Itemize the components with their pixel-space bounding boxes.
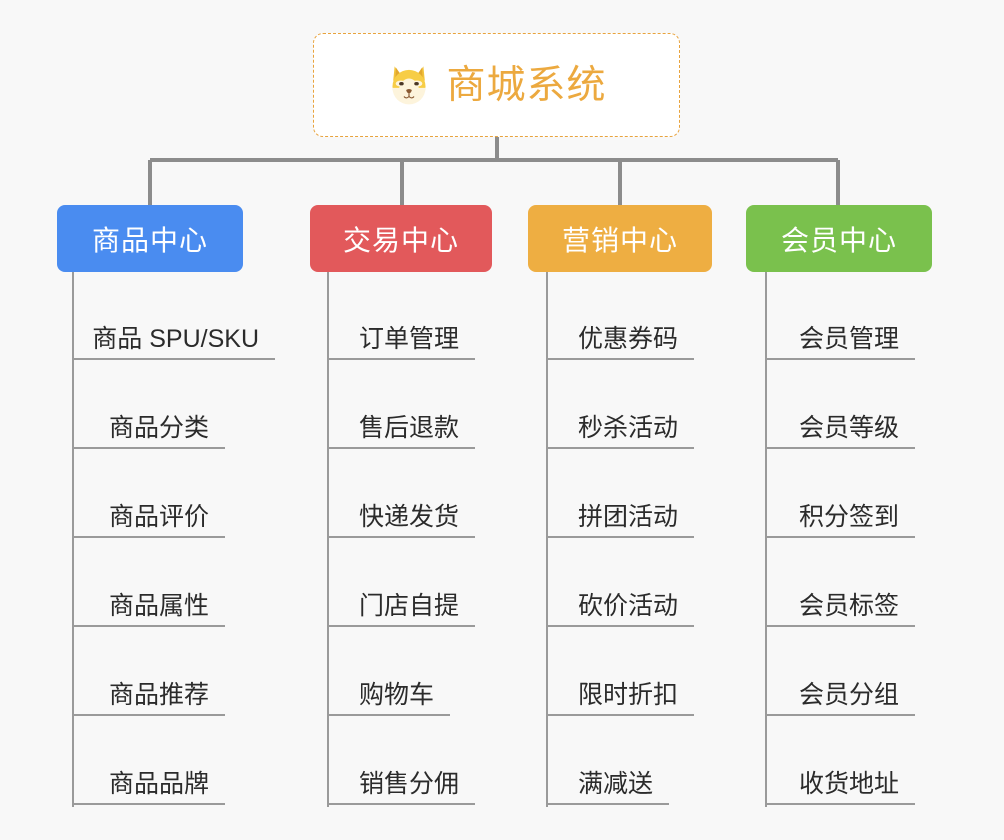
leaf-item-label: 购物车 — [358, 680, 434, 709]
branch-spine — [327, 272, 329, 807]
leaf-list: 优惠券码秒杀活动拼团活动砍价活动限时折扣满减送 — [528, 272, 712, 809]
leaf-item-label: 商品分类 — [108, 413, 209, 442]
leaf-item-label: 限时折扣 — [577, 680, 678, 709]
leaf-item-label: 会员等级 — [798, 413, 899, 442]
leaf-underline: 拼团活动 — [546, 502, 694, 538]
leaf-underline: 限时折扣 — [546, 680, 694, 716]
branch-header-3[interactable]: 营销中心 — [528, 205, 712, 272]
leaf-item-label: 砍价活动 — [577, 591, 678, 620]
leaf-item-label: 售后退款 — [358, 413, 459, 442]
leaf-underline: 秒杀活动 — [546, 413, 694, 449]
leaf-underline: 商品推荐 — [72, 680, 225, 716]
leaf-item-label: 门店自提 — [358, 591, 459, 620]
branch-spine — [546, 272, 548, 807]
leaf-item-label: 商品评价 — [108, 502, 209, 531]
branch-column-4: 会员中心会员管理会员等级积分签到会员标签会员分组收货地址 — [746, 205, 932, 809]
branch-header-2[interactable]: 交易中心 — [310, 205, 492, 272]
branch-spine — [765, 272, 767, 807]
shiba-dog-face-icon — [392, 66, 427, 105]
root-label: 商城系统 — [446, 63, 607, 107]
branch-header-4[interactable]: 会员中心 — [746, 205, 932, 272]
root-node[interactable]: 商城系统 — [313, 33, 680, 137]
leaf-item-label: 商品品牌 — [108, 769, 209, 798]
leaf-underline: 会员标签 — [765, 591, 915, 627]
leaf-underline: 商品 SPU/SKU — [72, 324, 275, 360]
leaf-list: 订单管理售后退款快递发货门店自提购物车销售分佣 — [310, 272, 492, 809]
leaf-underline: 购物车 — [327, 680, 450, 716]
leaf-underline: 订单管理 — [327, 324, 475, 360]
leaf-underline: 销售分佣 — [327, 769, 475, 805]
leaf-underline: 商品品牌 — [72, 769, 225, 805]
leaf-item-label: 快递发货 — [358, 502, 459, 531]
leaf-item-label: 拼团活动 — [577, 502, 678, 531]
leaf-item-label: 销售分佣 — [358, 769, 459, 798]
leaf-underline: 积分签到 — [765, 502, 915, 538]
leaf-item-label: 会员管理 — [798, 324, 899, 353]
leaf-underline: 满减送 — [546, 769, 669, 805]
leaf-underline: 售后退款 — [327, 413, 475, 449]
leaf-underline: 收货地址 — [765, 769, 915, 805]
leaf-list: 会员管理会员等级积分签到会员标签会员分组收货地址 — [746, 272, 932, 809]
branch-header-label: 营销中心 — [561, 224, 678, 256]
leaf-underline: 快递发货 — [327, 502, 475, 538]
leaf-underline: 门店自提 — [327, 591, 475, 627]
leaf-item-label: 积分签到 — [798, 502, 899, 531]
leaf-item-label: 收货地址 — [798, 769, 899, 798]
leaf-underline: 商品评价 — [72, 502, 225, 538]
leaf-item-label: 秒杀活动 — [577, 413, 678, 442]
leaf-item-label: 满减送 — [577, 769, 653, 798]
branch-spine — [72, 272, 74, 807]
leaf-item-label: 会员标签 — [798, 591, 899, 620]
leaf-item-label: 商品推荐 — [108, 680, 209, 709]
branch-column-2: 交易中心订单管理售后退款快递发货门店自提购物车销售分佣 — [310, 205, 492, 809]
leaf-underline: 商品分类 — [72, 413, 225, 449]
leaf-item-label: 商品属性 — [108, 591, 209, 620]
leaf-item-label: 订单管理 — [358, 324, 459, 353]
leaf-underline: 商品属性 — [72, 591, 225, 627]
branch-header-label: 商品中心 — [91, 224, 208, 256]
leaf-item-label: 会员分组 — [798, 680, 899, 709]
branch-column-3: 营销中心优惠券码秒杀活动拼团活动砍价活动限时折扣满减送 — [528, 205, 712, 809]
leaf-item-label: 优惠券码 — [577, 324, 678, 353]
branch-column-1: 商品中心商品 SPU/SKU 商品分类商品评价商品属性商品推荐商品品牌 — [57, 205, 275, 809]
branch-header-1[interactable]: 商品中心 — [57, 205, 243, 272]
leaf-underline: 会员等级 — [765, 413, 915, 449]
leaf-underline: 优惠券码 — [546, 324, 694, 360]
leaf-item-label: 商品 SPU/SKU — [92, 324, 259, 353]
leaf-underline: 会员管理 — [765, 324, 915, 360]
leaf-underline: 会员分组 — [765, 680, 915, 716]
leaf-list: 商品 SPU/SKU 商品分类商品评价商品属性商品推荐商品品牌 — [57, 272, 275, 809]
leaf-underline: 砍价活动 — [546, 591, 694, 627]
branch-header-label: 交易中心 — [342, 224, 459, 256]
branch-header-label: 会员中心 — [780, 224, 897, 256]
